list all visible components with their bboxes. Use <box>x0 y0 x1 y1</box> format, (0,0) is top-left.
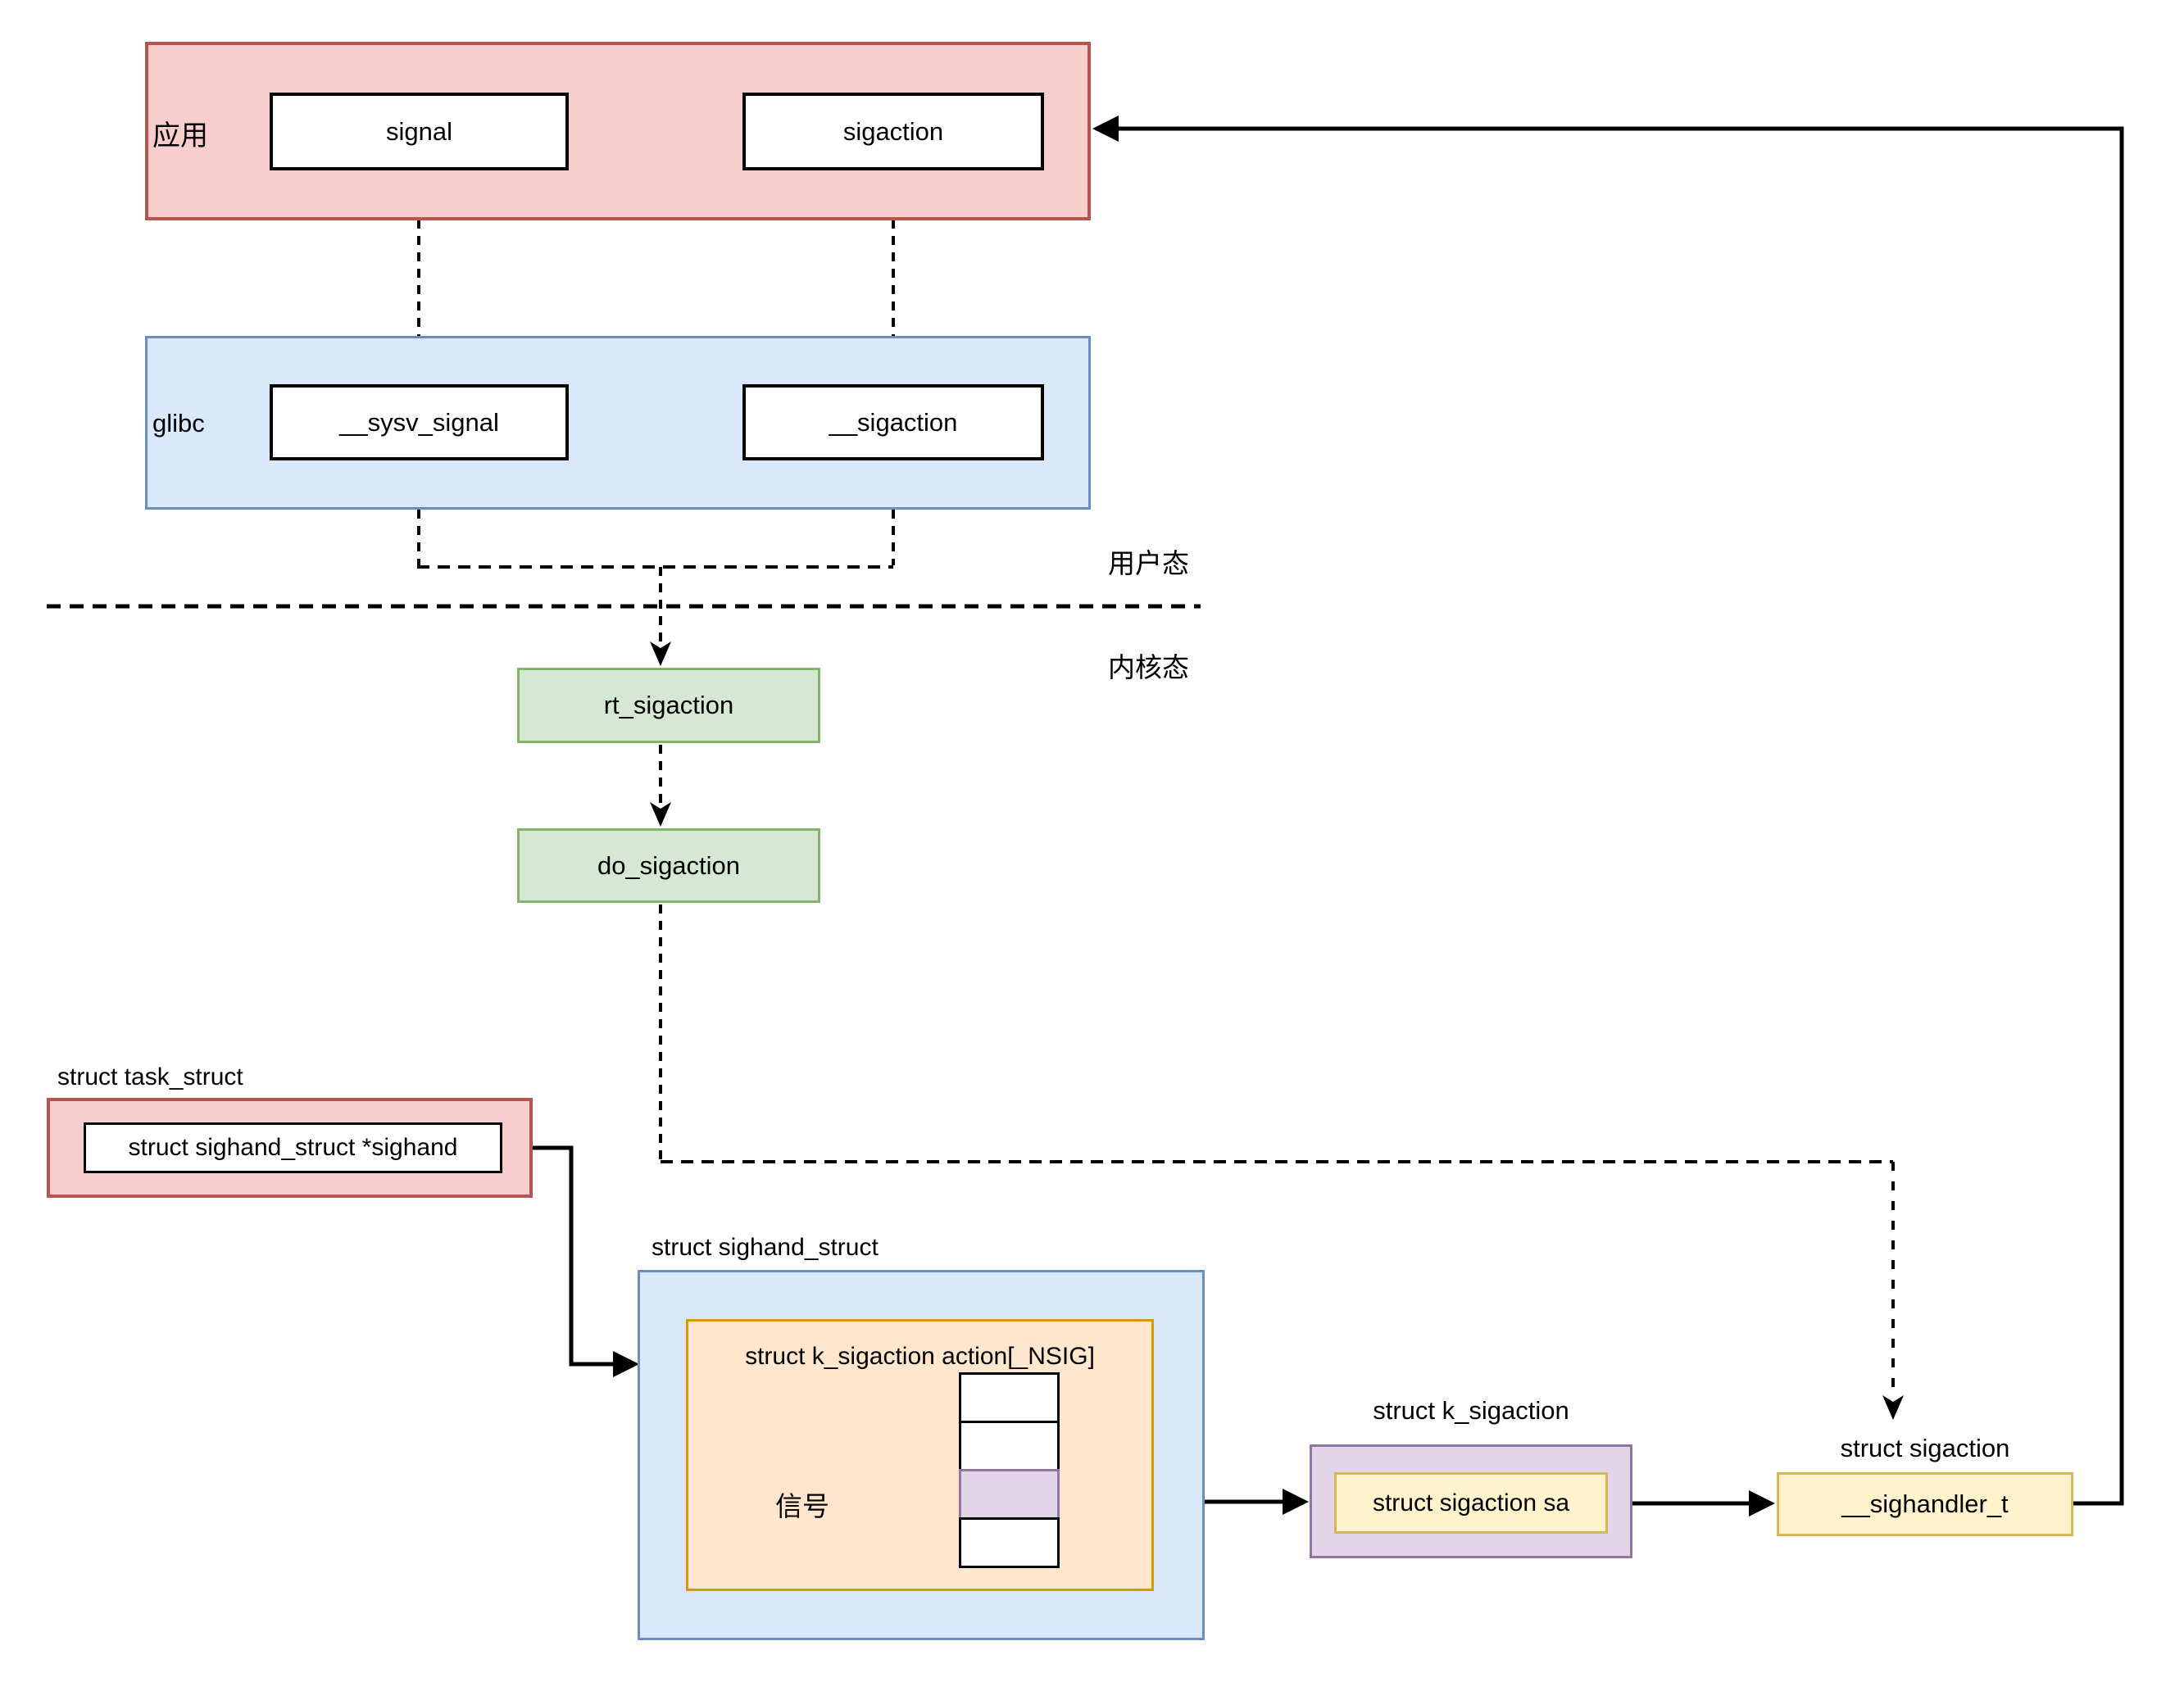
action-array-box <box>686 1319 1154 1591</box>
action-array-label: struct k_sigaction action[_NSIG] <box>745 1343 1095 1370</box>
signal-function-box: signal <box>270 93 569 170</box>
k-sigaction-title: struct k_sigaction <box>1373 1396 1569 1426</box>
sighand-struct-title: struct sighand_struct <box>652 1234 879 1261</box>
do-sigaction-box: do_sigaction <box>517 828 820 903</box>
sigaction-sa-field: struct sigaction sa <box>1334 1472 1608 1534</box>
user-mode-label: 用户态 <box>1108 547 1189 579</box>
signal-index-label: 信号 <box>775 1490 829 1522</box>
array-cell <box>959 1372 1060 1423</box>
sigaction-struct-title: struct sigaction <box>1840 1434 2010 1463</box>
sysv-signal-function-box: __sysv_signal <box>270 384 569 460</box>
arrowhead-left <box>1092 116 1119 142</box>
task-struct-title: struct task_struct <box>57 1063 243 1090</box>
app-layer-label: 应用 <box>152 120 208 152</box>
sighandler-t-field: __sighandler_t <box>1777 1472 2073 1536</box>
sigaction-function-box: sigaction <box>742 93 1044 170</box>
array-cell-highlighted <box>959 1469 1060 1520</box>
arrowhead-down <box>1882 1395 1904 1420</box>
arrowhead-right <box>1749 1490 1775 1517</box>
glibc-layer-label: glibc <box>152 409 205 438</box>
arrowhead-right <box>1283 1489 1309 1515</box>
arrowhead-down <box>650 802 671 827</box>
arrowhead-right <box>613 1351 639 1377</box>
kernel-mode-label: 内核态 <box>1108 651 1189 683</box>
edge-handler-return <box>1105 126 2124 1506</box>
rt-sigaction-box: rt_sigaction <box>517 668 820 743</box>
sighand-pointer-field: struct sighand_struct *sighand <box>84 1122 502 1173</box>
array-cell <box>959 1421 1060 1471</box>
sigaction-impl-function-box: __sigaction <box>742 384 1044 460</box>
arrowhead-down <box>650 642 671 666</box>
array-cell <box>959 1517 1060 1568</box>
